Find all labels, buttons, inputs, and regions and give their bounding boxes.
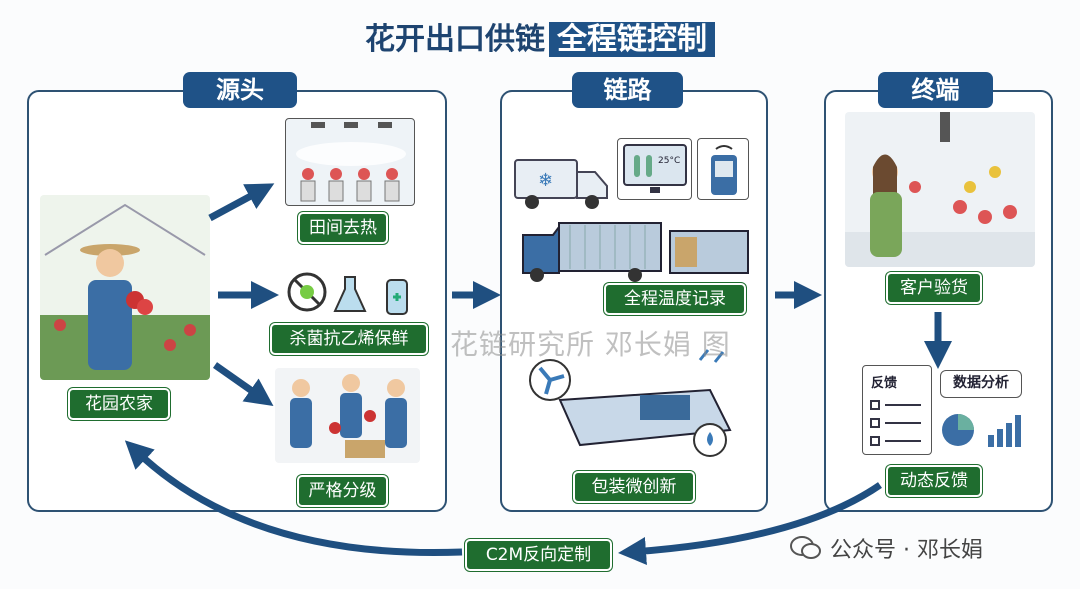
arrow-c2m-to-farm <box>124 440 463 557</box>
temperature-monitor-illustration: 25°C <box>617 138 692 200</box>
wechat-credit: 公众号 · 邓长娟 <box>790 532 983 564</box>
label-packaging: 包装微创新 <box>573 471 695 503</box>
label-c2m: C2M反向定制 <box>465 539 612 571</box>
feedback-form-title: 反馈 <box>871 376 898 391</box>
label-farm: 花园农家 <box>68 388 170 420</box>
customer-inspection-illustration <box>845 112 1035 267</box>
label-sterilization: 杀菌抗乙烯保鲜 <box>270 323 428 355</box>
chart-icons <box>940 405 1025 450</box>
wechat-account: 公众号 · 邓长娟 <box>830 538 983 563</box>
sensor-device-illustration <box>697 138 749 200</box>
cooling-room-illustration <box>285 118 415 206</box>
label-temperature-record: 全程温度记录 <box>604 283 746 315</box>
arrow-feedback-to-c2m <box>618 482 882 565</box>
wechat-icon <box>790 536 821 559</box>
title-highlight: 全程链控制 <box>549 22 715 57</box>
farmer-illustration <box>40 195 210 380</box>
arrow-to-cooling <box>208 183 275 222</box>
label-customer-inspection: 客户验货 <box>886 272 982 304</box>
page-title: 花开出口供链全程链控制 <box>0 14 1080 58</box>
grading-workers-illustration <box>275 368 420 463</box>
monitor-temp: 25°C <box>658 156 681 166</box>
arrow-to-grading <box>212 362 274 407</box>
feedback-form: 反馈 <box>862 365 932 455</box>
title-main: 花开出口供链 <box>365 22 545 57</box>
truck-container-illustration <box>515 215 755 283</box>
refrigerated-van-illustration: ❄ <box>510 150 610 215</box>
tab-terminal: 终端 <box>878 72 993 108</box>
svg-text:❄: ❄ <box>538 170 553 191</box>
label-grading: 严格分级 <box>297 475 388 507</box>
watermark: 花链研究所 邓长娟 图 <box>450 328 731 361</box>
data-analysis-bubble: 数据分析 <box>940 370 1022 398</box>
sterilization-icons <box>285 262 420 320</box>
label-field-cooling: 田间去热 <box>298 212 388 244</box>
tab-chain: 链路 <box>572 72 683 108</box>
tab-source: 源头 <box>183 72 297 108</box>
label-dynamic-feedback: 动态反馈 <box>886 465 982 497</box>
packaging-box-illustration <box>510 340 760 465</box>
